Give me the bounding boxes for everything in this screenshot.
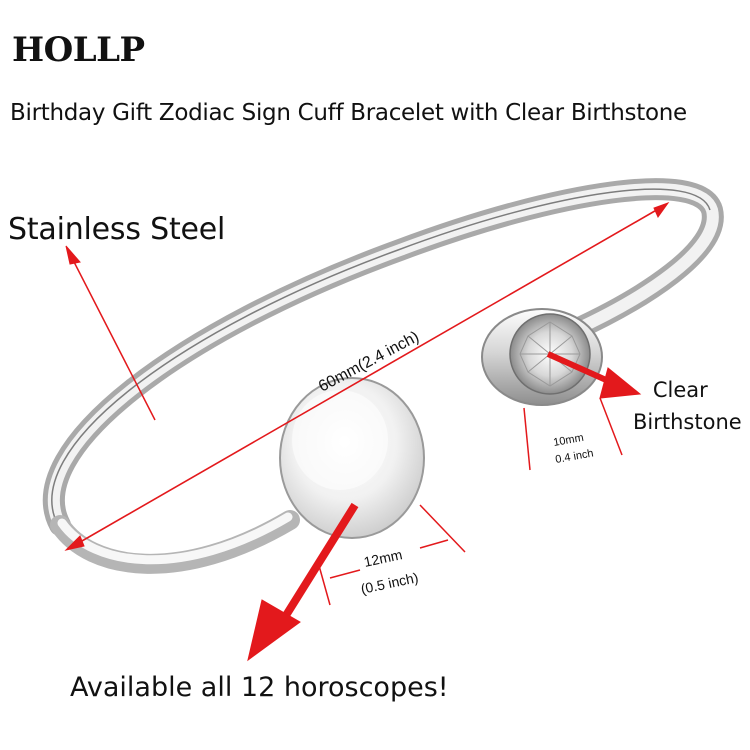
footer-caption: Available all 12 horoscopes! bbox=[70, 672, 449, 703]
dimension-disc-mm: 12mm bbox=[362, 546, 403, 570]
material-label: Stainless Steel bbox=[8, 212, 226, 247]
brand-name: HOLLP bbox=[12, 30, 145, 70]
dimension-stone-mm: 10mm bbox=[552, 432, 584, 449]
birthstone-label-line1: Clear bbox=[652, 378, 708, 402]
dimension-disc-inch: (0.5 inch) bbox=[359, 569, 419, 597]
annotation-lines bbox=[64, 201, 670, 662]
product-title: Birthday Gift Zodiac Sign Cuff Bracelet … bbox=[10, 100, 687, 126]
birthstone-label-line2: Birthstone bbox=[633, 410, 742, 434]
bracelet-band-edge bbox=[51, 188, 711, 526]
bracelet-band-highlight bbox=[48, 183, 719, 531]
dimension-stone-inch: 0.4 inch bbox=[554, 447, 594, 466]
birthstone-label: Clear Birthstone bbox=[633, 374, 742, 438]
